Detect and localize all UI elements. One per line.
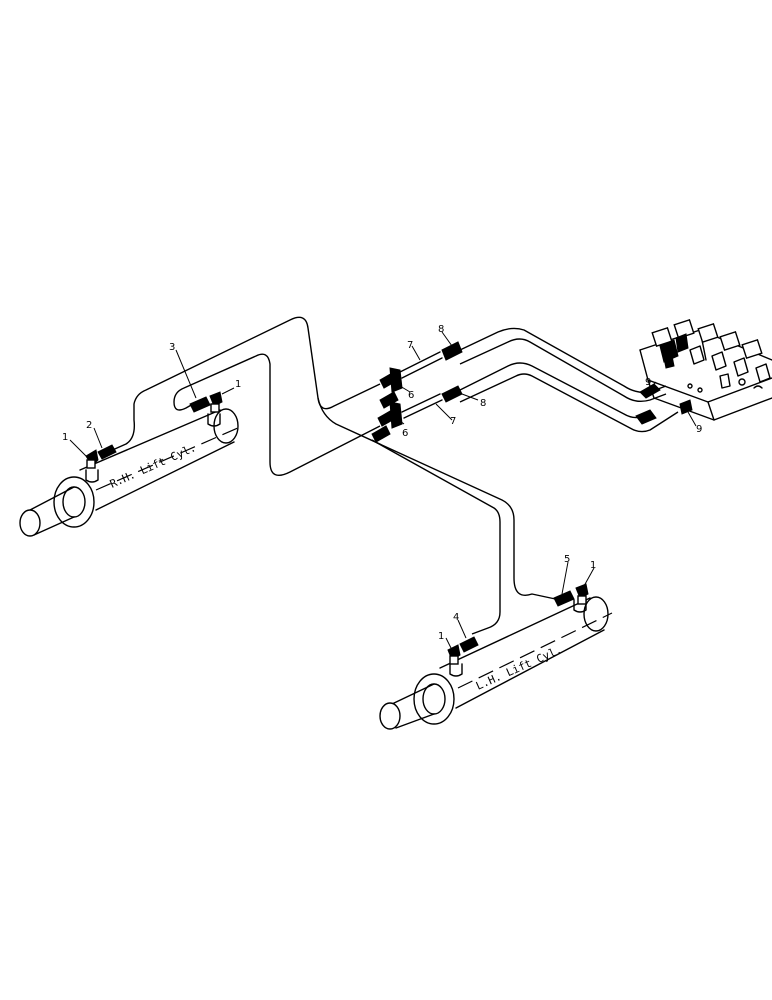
callout-numbers: 1 1 2 3 1 1 4 5 6 6 7 7 8 8 9 9 (62, 324, 702, 642)
callout-9-upper: 9 (645, 377, 651, 388)
control-valve-bank (639, 318, 772, 421)
elbow-fitting-1-lh-left (447, 644, 461, 665)
hydraulic-hoses (107, 316, 679, 635)
callout-3: 3 (169, 342, 175, 353)
callout-7-upper: 7 (407, 340, 413, 351)
callout-5: 5 (564, 554, 570, 565)
hose-fitting-4 (459, 636, 479, 653)
tee-fitting-6-upper (379, 367, 403, 409)
callout-2: 2 (86, 420, 92, 431)
tube-7-lower (401, 393, 443, 419)
callout-6-upper: 6 (408, 390, 414, 401)
callout-8-upper: 8 (438, 324, 444, 335)
callout-9-lower: 9 (696, 424, 702, 435)
tee-fitting-6-lower (371, 401, 403, 443)
fittings (85, 341, 693, 665)
callout-8-lower: 8 (480, 398, 486, 409)
elbow-fitting-1-lh-right (575, 583, 589, 605)
callout-1-lh-right: 1 (590, 560, 596, 571)
callout-1-lh-left: 1 (438, 631, 444, 642)
callout-4: 4 (453, 612, 459, 623)
lh-cylinder-label: L.H. Lift Cyl. (474, 643, 564, 693)
lh-lift-cylinder: L.H. Lift Cyl. (379, 596, 613, 730)
callout-7-lower: 7 (450, 416, 456, 427)
elbow-9-upper (639, 383, 661, 399)
callout-6-lower: 6 (402, 428, 408, 439)
adapter-8-upper (441, 341, 463, 361)
hose-fitting-3 (189, 396, 211, 413)
callout-1-rh-left: 1 (62, 432, 68, 443)
callout-1-rh-top: 1 (235, 379, 241, 390)
elbow-9-lower (635, 409, 657, 425)
elbow-fitting-1-rh-left (85, 449, 99, 469)
adapter-8-lower (441, 385, 463, 403)
rh-lift-cylinder: R.H. Lift Cyl. (19, 408, 241, 537)
hose-fitting-2 (97, 444, 117, 460)
elbow-fitting-1-rh-top (209, 391, 223, 413)
hose-fitting-5 (553, 590, 575, 607)
tube-7-upper (399, 351, 443, 379)
callout-leaders (69, 331, 697, 651)
